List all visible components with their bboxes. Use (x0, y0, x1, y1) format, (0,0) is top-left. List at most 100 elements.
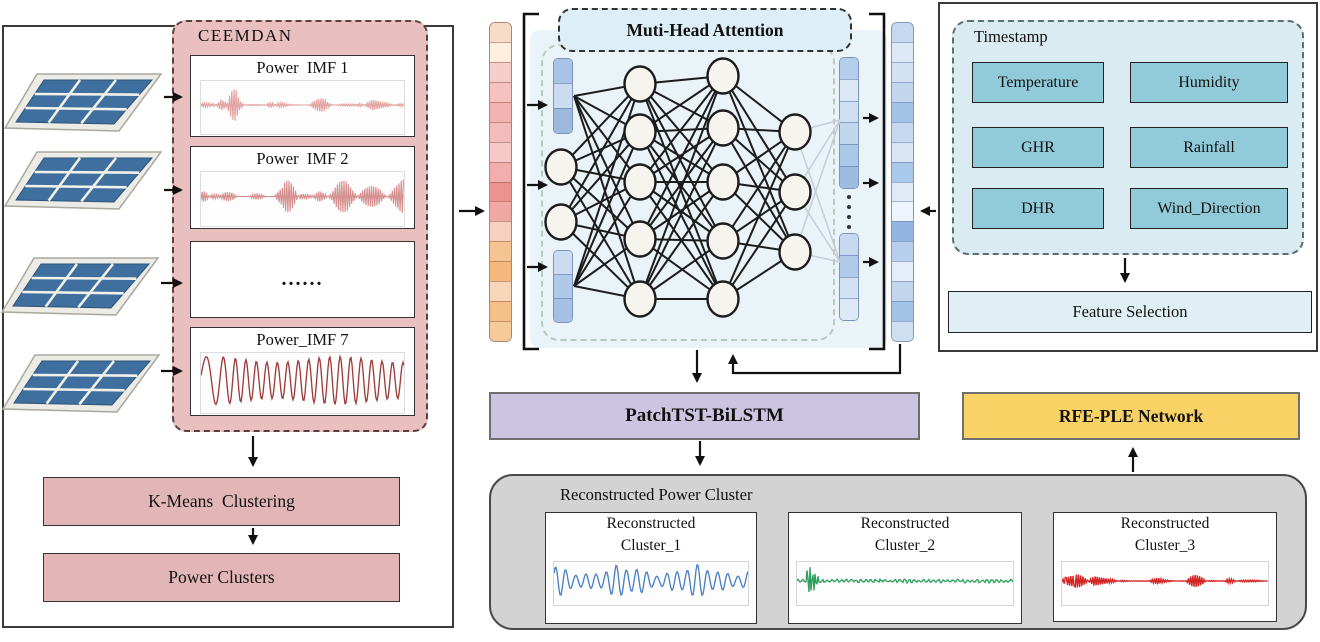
vector-cell (490, 141, 511, 162)
dark-sine-waveform (200, 353, 405, 406)
weather-feature-box: Wind_Direction (1130, 188, 1288, 229)
vector-cell (892, 201, 913, 222)
vector-cell (840, 234, 858, 255)
vector-cell (490, 241, 511, 262)
reconstructed-power-cluster-title: Reconstructed Power Cluster (560, 485, 753, 504)
weather-feature-box: Humidity (1130, 62, 1288, 103)
imf-box: Power IMF 2 (190, 146, 415, 229)
cluster-label-line2: Cluster_3 (1134, 537, 1196, 555)
patchtst-bilstm-box: PatchTST-BiLSTM (489, 392, 920, 440)
power-clusters-box: Power Clusters (43, 553, 400, 602)
imf-box: ...... (190, 241, 415, 318)
vector-cell (554, 251, 572, 274)
multi-head-attention-label: Muti-Head Attention (558, 8, 852, 52)
imf-box: Power IMF 1 (190, 55, 415, 137)
attention-right-strip-bottom (839, 233, 859, 321)
vector-cell (892, 141, 913, 162)
vector-cell (892, 241, 913, 262)
cluster-waveform-inset (553, 560, 749, 606)
cluster-label-line2: Cluster_2 (874, 537, 936, 555)
solar-panel-icon (3, 73, 163, 132)
imf-label: Power IMF 1 (256, 58, 349, 77)
vector-cell (490, 101, 511, 122)
vector-cell (840, 78, 858, 101)
kmeans-clustering-box: K-Means Clustering (43, 477, 400, 526)
vector-cell (490, 41, 511, 62)
vector-cell (840, 276, 858, 299)
attention-left-strip-top (553, 58, 573, 134)
ceemdan-title: CEEMDAN (198, 26, 293, 45)
vector-cell (554, 59, 572, 83)
vector-cell (490, 181, 511, 202)
vector-cell (490, 281, 511, 302)
solar-panel-icon (0, 257, 160, 316)
vector-cell (892, 261, 913, 282)
attention-left-strip-bottom (553, 250, 573, 323)
pink-burst-waveform (200, 89, 404, 121)
solar-panel-icon (1, 354, 161, 413)
vector-cell (892, 181, 913, 202)
cluster-label-line1: Reconstructed (606, 515, 696, 532)
vector-cell (554, 83, 572, 108)
weather-feature-box: GHR (972, 127, 1104, 168)
vector-cell (892, 161, 913, 182)
vector-cell (840, 166, 858, 188)
blue-dense-waveform (553, 563, 749, 597)
input-vector-strip (489, 22, 512, 342)
vector-cell (490, 261, 511, 282)
vector-cell (840, 144, 858, 167)
vector-cell (490, 121, 511, 142)
attention-inner-dashed-border (541, 44, 835, 341)
vector-cell (892, 81, 913, 102)
imf-waveform-inset (200, 171, 405, 227)
vector-cell (490, 201, 511, 222)
attention-right-strip-top (839, 57, 859, 189)
imf-label: ...... (281, 268, 324, 290)
weather-feature-box: DHR (972, 188, 1104, 229)
vector-cell (892, 61, 913, 82)
vector-cell (490, 321, 511, 341)
vector-cell (490, 23, 511, 42)
vector-cell (840, 298, 858, 320)
rfe-ple-network-box: RFE-PLE Network (962, 392, 1300, 440)
vector-cell (490, 301, 511, 322)
feedback-line-outputstrip-attention (728, 344, 902, 375)
imf-waveform-inset (200, 80, 405, 135)
red-burst-waveform (1061, 574, 1268, 589)
vector-cell (892, 121, 913, 142)
vector-cell (554, 298, 572, 322)
weather-feature-box: Rainfall (1130, 127, 1288, 168)
vector-cell (892, 321, 913, 341)
vector-cell (892, 221, 913, 242)
vector-cell (892, 101, 913, 122)
vector-cell (840, 254, 858, 277)
solar-panel-icon (3, 151, 163, 210)
vector-cell (840, 122, 858, 145)
vector-cell (892, 41, 913, 62)
imf-box: Power_IMF 7 (190, 327, 415, 416)
vector-cell (840, 58, 858, 79)
cluster-label-line2: Cluster_1 (620, 537, 682, 555)
cluster-label-line1: Reconstructed (860, 515, 950, 532)
feature-selection-box: Feature Selection (948, 291, 1312, 333)
cluster-waveform-inset (796, 560, 1014, 606)
vector-cell (554, 274, 572, 298)
vector-cell (892, 301, 913, 322)
vector-cell (554, 108, 572, 133)
vector-cell (840, 100, 858, 123)
imf-label: Power IMF 2 (256, 149, 349, 168)
pink-burst-2-waveform (200, 179, 404, 214)
vector-cell (490, 161, 511, 182)
vector-cell (490, 61, 511, 82)
imf-label: Power_IMF 7 (256, 330, 349, 349)
cluster-waveform-inset (1061, 560, 1269, 606)
vector-cell (892, 23, 913, 42)
weather-feature-box: Temperature (972, 62, 1104, 103)
vector-cell (490, 221, 511, 242)
imf-waveform-inset (200, 352, 405, 414)
vector-cell (490, 81, 511, 102)
